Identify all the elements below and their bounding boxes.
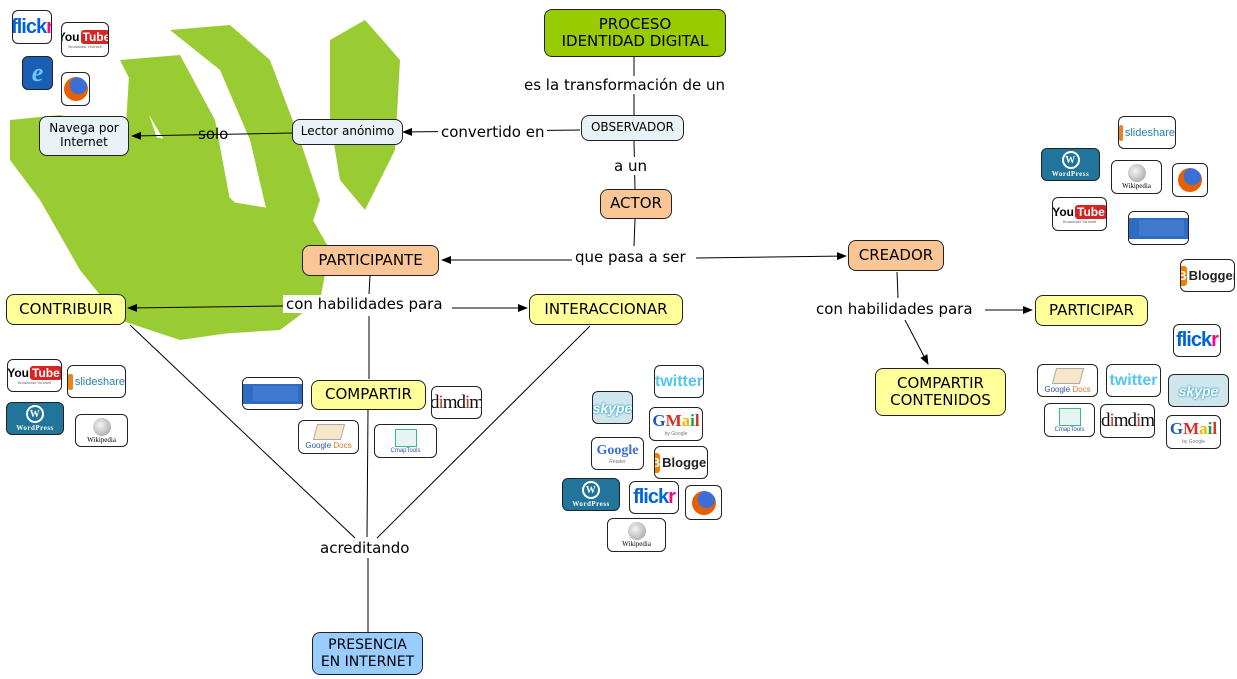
node-lector-anonimo[interactable]: Lector anónimo <box>292 119 403 145</box>
link-pasa-creador <box>695 252 847 261</box>
label-solo: solo <box>198 125 229 143</box>
skype-icon: skype <box>592 391 633 424</box>
google-docs-icon: Google Docs <box>298 420 359 454</box>
firefox-icon <box>61 72 90 106</box>
node-contribuir[interactable]: CONTRIBUIR <box>6 294 126 325</box>
node-actor[interactable]: ACTOR <box>600 189 672 219</box>
google-docs-icon: Google Docs <box>1037 364 1098 397</box>
twitter-icon: twitter <box>1106 364 1161 397</box>
link-participante-habilidades <box>368 275 371 295</box>
link-habilidades-contribuir <box>127 303 284 312</box>
skype-icon: skype <box>1168 374 1229 407</box>
wikipedia-icon: Wikipedia <box>75 414 128 447</box>
node-participar[interactable]: PARTICIPAR <box>1035 295 1148 326</box>
wikipedia-icon: Wikipedia <box>1111 160 1162 194</box>
link-lector-navega <box>131 131 293 140</box>
node-interaccionar[interactable]: INTERACCIONAR <box>529 294 683 325</box>
link-creador-habilidades <box>896 271 899 299</box>
label-es-la-transformacion: es la transformación de un <box>521 76 729 94</box>
internet-explorer-icon: e <box>22 56 53 90</box>
node-creador[interactable]: CREADOR <box>848 240 944 271</box>
twitter-icon: twitter <box>654 365 704 398</box>
node-participante[interactable]: PARTICIPANTE <box>302 245 439 276</box>
wikipedia-icon: Wikipedia <box>607 518 666 552</box>
node-presencia-en-internet[interactable]: PRESENCIA EN INTERNET <box>312 632 423 675</box>
link-interaccionar-acreditando <box>376 325 591 539</box>
node-compartir-contenidos[interactable]: COMPARTIR CONTENIDOS <box>875 368 1006 416</box>
link-actor-pasa <box>633 218 636 247</box>
website-screenshot-icon <box>1128 211 1189 245</box>
node-compartir[interactable]: COMPARTIR <box>311 380 426 410</box>
website-screenshot-icon <box>242 377 303 410</box>
link-compartir-acreditando <box>366 409 369 538</box>
label-acreditando: acreditando <box>317 539 413 557</box>
slideshare-icon: slideshare <box>1118 116 1176 149</box>
label-con-habilidades-creador: con habilidades para <box>813 300 976 318</box>
label-convertido-en: convertido en <box>438 123 548 141</box>
blogger-icon: BBlogger <box>1180 259 1235 292</box>
label-con-habilidades-participante: con habilidades para <box>283 295 446 313</box>
blogger-icon: BBlogger <box>654 446 708 479</box>
node-navega-por-internet[interactable]: Navega por Internet <box>39 116 129 156</box>
cmaptools-icon: CmapTools <box>374 424 437 458</box>
node-proceso-identidad-digital[interactable]: PROCESO IDENTIDAD DIGITAL <box>544 9 726 57</box>
firefox-icon <box>1172 163 1208 197</box>
cmaptools-icon: CmapTools <box>1044 403 1095 437</box>
link-habilidades-compartircontenidos <box>904 319 929 365</box>
link-contribuir-acreditando <box>129 324 356 539</box>
label-a-un: a un <box>611 157 650 175</box>
label-que-pasa-a-ser: que pasa a ser <box>572 248 689 266</box>
firefox-icon <box>685 485 722 520</box>
node-observador[interactable]: OBSERVADOR <box>581 115 684 141</box>
slideshare-icon: slideshare <box>67 365 126 398</box>
